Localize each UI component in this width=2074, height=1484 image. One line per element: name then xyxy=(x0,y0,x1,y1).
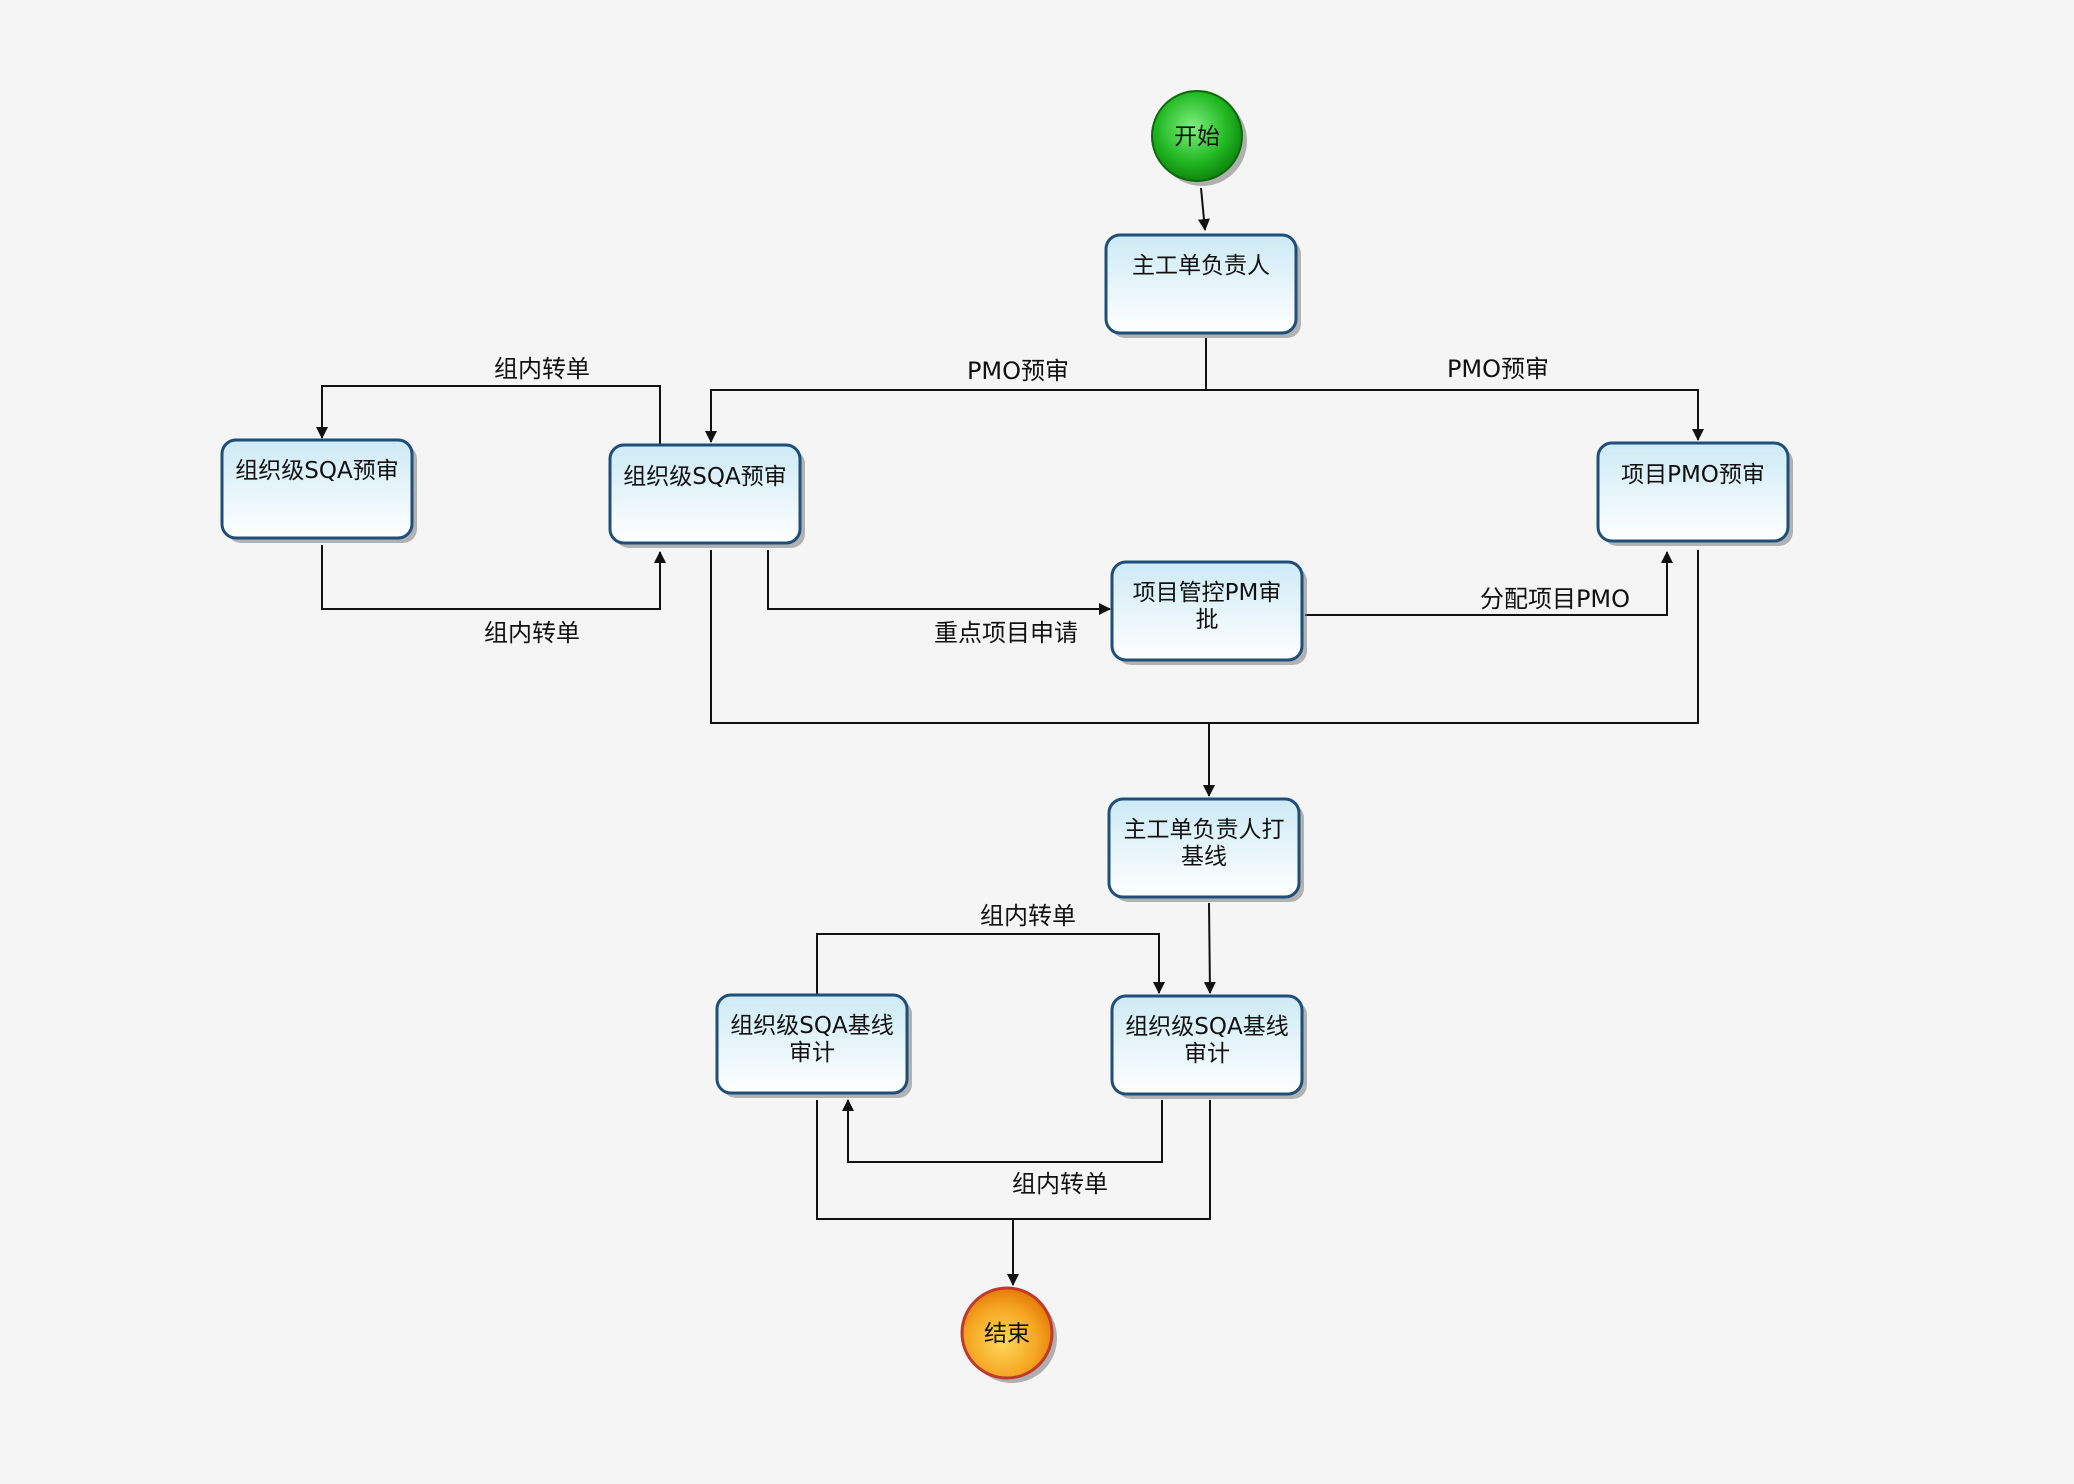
edge-assign-pmo xyxy=(1305,551,1673,616)
node-org-sqa-pre-label: 组织级SQA预审 xyxy=(623,464,786,490)
node-project-pmo-pre: 项目PMO预审 xyxy=(1596,441,1793,546)
edge-label-transfer-top: 组内转单 xyxy=(494,355,590,383)
edge-transfer-bottom xyxy=(321,545,666,610)
edge-label-audit-transfer-bottom: 组内转单 xyxy=(1012,1170,1108,1198)
node-sqa-audit-left-label-2: 审计 xyxy=(789,1040,835,1066)
node-main-owner-label: 主工单负责人 xyxy=(1132,253,1270,279)
node-pm-approval-label-1: 项目管控PM审 xyxy=(1133,580,1282,606)
edge-key-project xyxy=(767,550,1111,615)
node-baseline-owner-label-1: 主工单负责人打 xyxy=(1124,817,1285,843)
end-label: 结束 xyxy=(984,1321,1030,1347)
edge-label-assign-pmo: 分配项目PMO xyxy=(1480,585,1630,613)
node-baseline-owner: 主工单负责人打 基线 xyxy=(1107,797,1304,902)
node-project-pmo-pre-label: 项目PMO预审 xyxy=(1621,462,1765,488)
edge-label-transfer-bottom: 组内转单 xyxy=(484,619,580,647)
edge-merge-to-baseline xyxy=(710,550,1699,797)
node-baseline-owner-label-2: 基线 xyxy=(1181,844,1227,870)
node-sqa-audit-left: 组织级SQA基线 审计 xyxy=(715,993,912,1098)
node-main-owner: 主工单负责人 xyxy=(1104,233,1301,338)
node-org-sqa-pre-left: 组织级SQA预审 xyxy=(220,438,417,543)
edge-transfer-top xyxy=(316,385,661,445)
edge-label-pmo-pre-right: PMO预审 xyxy=(1447,355,1549,383)
edge-audit-transfer-top xyxy=(816,933,1165,995)
node-pm-approval-label-2: 批 xyxy=(1196,607,1219,633)
edge-label-key-project: 重点项目申请 xyxy=(934,619,1078,647)
edge-pmo-pre-to-org-sqa xyxy=(705,389,1206,443)
node-org-sqa-pre: 组织级SQA预审 xyxy=(608,443,805,548)
node-pm-approval: 项目管控PM审 批 xyxy=(1110,560,1307,665)
node-sqa-audit-right-label-2: 审计 xyxy=(1184,1041,1230,1067)
node-org-sqa-pre-left-label: 组织级SQA预审 xyxy=(235,458,398,484)
start-label: 开始 xyxy=(1174,124,1220,150)
end-node: 结束 xyxy=(960,1286,1057,1383)
edge-label-audit-transfer-top: 组内转单 xyxy=(980,902,1076,930)
node-sqa-audit-right: 组织级SQA基线 审计 xyxy=(1110,994,1307,1099)
edge-audits-to-end xyxy=(816,1100,1211,1286)
node-sqa-audit-left-label-1: 组织级SQA基线 xyxy=(730,1013,893,1039)
edge-audit-transfer-bottom xyxy=(842,1099,1163,1163)
edge-pmo-pre-to-project-pmo xyxy=(1206,389,1704,441)
edge-baseline-to-audit-right xyxy=(1203,902,1216,994)
edge-label-pmo-pre-left: PMO预审 xyxy=(967,357,1069,385)
start-node: 开始 xyxy=(1151,90,1247,186)
edge-start-to-main-owner xyxy=(1197,187,1210,231)
node-sqa-audit-right-label-1: 组织级SQA基线 xyxy=(1125,1014,1288,1040)
